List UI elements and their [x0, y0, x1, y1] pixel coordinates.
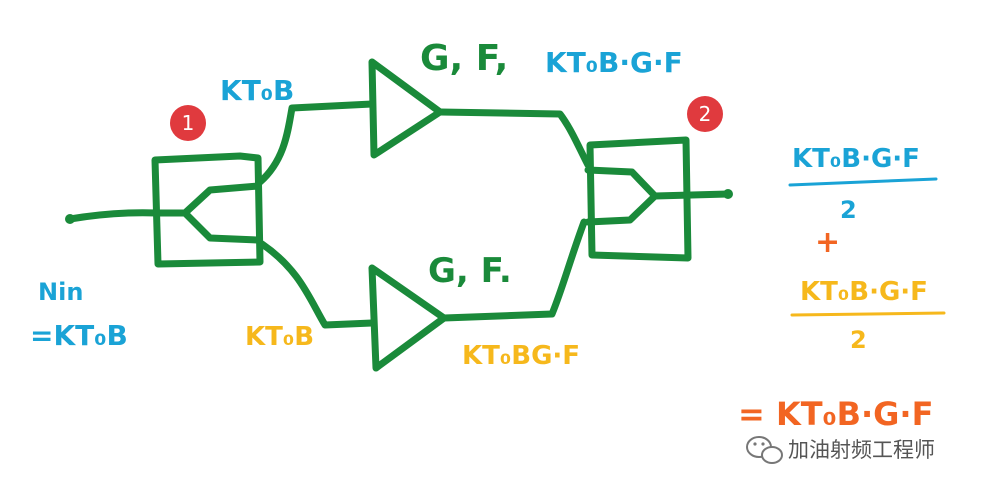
power-splitter	[151, 152, 264, 268]
svg-text:1: 1	[182, 111, 195, 135]
upper-branch-wire	[256, 100, 376, 186]
watermark-text: 加油射频工程师	[788, 438, 935, 462]
sum-result: = KT₀B·G·F	[738, 395, 933, 433]
noise-sum-equation: KT₀B·G·F 2 + KT₀B·G·F 2 = KT₀B·G·F	[738, 144, 946, 433]
lower-amp-output-noise: KT₀BG·F	[462, 341, 580, 371]
input-noise-value: =KT₀B	[30, 319, 128, 352]
sum-term2-denominator: 2	[850, 326, 867, 354]
upper-branch-input-label: KT₀B	[220, 74, 294, 107]
input-noise-label: Nin	[38, 278, 83, 306]
sum-plus-sign: +	[815, 225, 840, 260]
upper-amplifier	[368, 58, 592, 169]
sum-term1-denominator: 2	[840, 196, 857, 224]
lower-branch-wire	[258, 240, 376, 329]
wechat-icon	[746, 436, 783, 464]
upper-amp-output-noise: KT₀B·G·F	[545, 46, 683, 79]
upper-amp-params: G, F,	[420, 38, 508, 79]
lower-amp-params: G, F.	[428, 251, 512, 291]
watermark: 加油射频工程师	[746, 436, 935, 464]
lower-branch-input-label: KT₀B	[245, 322, 314, 352]
sum-term1-numerator: KT₀B·G·F	[792, 144, 920, 174]
svg-text:2: 2	[699, 102, 712, 126]
combiner-badge: 2	[687, 96, 723, 132]
lower-amplifier	[368, 218, 588, 372]
input-port	[65, 209, 161, 224]
power-combiner	[584, 136, 733, 262]
sum-term2-numerator: KT₀B·G·F	[800, 277, 928, 307]
splitter-badge: 1	[170, 105, 206, 141]
